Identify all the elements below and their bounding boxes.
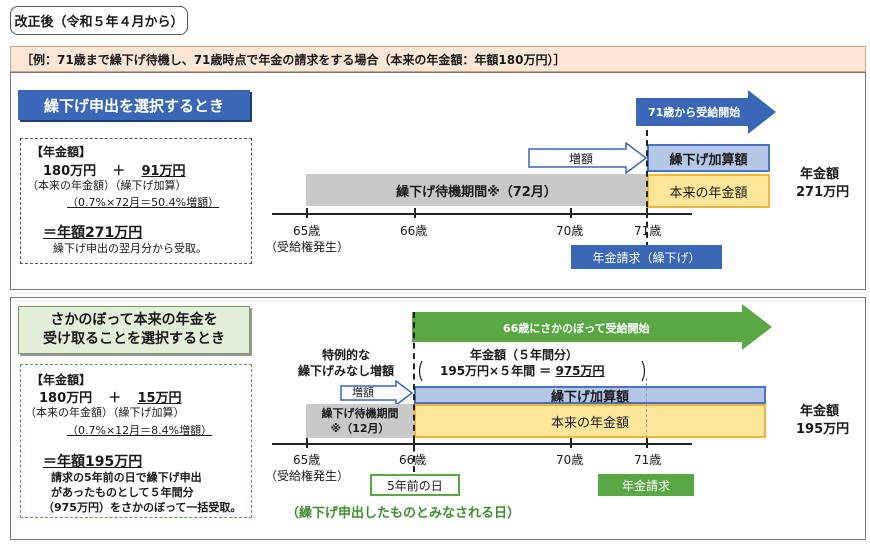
claim-tag-deferral: 年金請求（繰下げ） <box>571 245 722 269</box>
special-increase-line2: 繰下げみなし増額 <box>298 364 395 378</box>
annual-total: ＝年額271万円 <box>43 225 143 241</box>
tick-label-70: 70歳 <box>556 224 584 238</box>
tick-71 <box>646 208 648 218</box>
annual-amount-label: 年金額 <box>800 404 840 419</box>
deferral-addition-bar: 繰下げ加算額 <box>414 386 766 405</box>
tick-65 <box>306 208 308 218</box>
increase-formula: （0.7%×72月＝50.4%増額） <box>67 196 220 209</box>
waiting-period-line1: 繰下げ待機期間 <box>321 407 399 420</box>
waiting-period-line2: ※（12月） <box>330 422 390 435</box>
amount-heading: 【年金額】 <box>31 373 92 387</box>
start-arrow-71-label: 71歳から受給開始 <box>648 106 741 119</box>
amount-addition: 91万円 <box>141 164 186 179</box>
tick-66 <box>414 208 416 218</box>
tick-label-65: 65歳 <box>293 453 321 467</box>
plus-sign: ＋ <box>108 391 122 406</box>
tick-sub-label: （受給権発生） <box>265 240 350 254</box>
lump-sum-formula: 195万円×５年間 ＝ 975万円 <box>440 362 605 379</box>
lump-note-3: （975万円）をさかのぼって一括受取。 <box>43 501 242 514</box>
lump-note-2: があったものとして５年間分 <box>51 486 194 499</box>
amount-formula-line: 180万円 ＋ 15万円 <box>39 387 182 406</box>
tick-label-66: 66歳 <box>399 453 427 467</box>
base-pension-bar: 本来の年金額 <box>647 174 770 208</box>
amount-formula-line: 180万円 ＋ 91万円 <box>43 160 186 179</box>
tick-71 <box>646 438 648 448</box>
annual-amount-value: 195万円 <box>796 422 850 437</box>
waiting-period-bar: 繰下げ待機期間※（72月） <box>306 174 647 206</box>
annual-total: ＝年額195万円 <box>43 454 143 470</box>
panel2-amount-box: 【年金額】 180万円 ＋ 15万円 （本来の年金額）（繰下げ加算） （0.7%… <box>20 364 252 518</box>
increase-label: 増額 <box>352 386 374 399</box>
tick-66 <box>413 438 415 448</box>
amount-base: 180万円 <box>43 164 97 179</box>
age71-guide-line <box>646 378 647 448</box>
increase-arrow <box>340 380 414 406</box>
amount-addition: 15万円 <box>137 391 182 406</box>
panel2-header-line1: さかのぼって本来の年金を <box>50 312 218 328</box>
increase-formula: （0.7%×12月＝8.4%増額） <box>67 424 213 437</box>
lump-sum-bracket <box>418 360 646 382</box>
tick-label-71: 71歳 <box>634 224 662 238</box>
increase-arrow <box>528 142 648 174</box>
deferral-addition-bar: 繰下げ加算額 <box>647 144 770 172</box>
annual-amount-label: 年金額 <box>800 167 840 182</box>
start-arrow-71 <box>636 90 776 134</box>
tick-70 <box>570 208 572 218</box>
tick-label-71: 71歳 <box>634 453 662 467</box>
age66-guide-line <box>413 312 415 472</box>
panel2-header: さかのぼって本来の年金を 受け取ることを選択するとき <box>18 306 250 354</box>
amount-labels: （本来の年金額）（繰下げ加算） <box>25 406 185 419</box>
tick-sub-label: （受給権発生） <box>265 469 350 483</box>
base-pension-bar: 本来の年金額 <box>414 404 766 438</box>
tick-label-65: 65歳 <box>293 224 321 238</box>
timeline-axis <box>272 443 692 445</box>
start-arrow-66-label: 66歳にさかのぼって受給開始 <box>503 322 650 335</box>
waiting-period-bar: 繰下げ待機期間 ※（12月） <box>306 404 414 438</box>
deemed-date-note: （繰下げ申出したものとみなされる日） <box>286 506 521 521</box>
panel2-header-line2: 受け取ることを選択するとき <box>43 331 225 347</box>
tick-65 <box>306 438 308 448</box>
lump-sum-title: 年金額（５年間分） <box>470 348 579 362</box>
special-increase-line1: 特例的な <box>322 348 371 362</box>
start-arrow-66 <box>412 304 772 350</box>
lump-note-1: 請求の5年前の日で繰下げ申出 <box>51 471 202 484</box>
annual-amount-value: 271万円 <box>796 185 850 200</box>
panel1-amount-box: 【年金額】 180万円 ＋ 91万円 （本来の年金額）（繰下げ加算） （0.7%… <box>20 138 252 264</box>
amount-labels: （本来の年金額）（繰下げ加算） <box>27 179 187 192</box>
lump-sum-formula-left: 195万円×５年間 ＝ <box>440 364 556 378</box>
amount-heading: 【年金額】 <box>31 145 92 159</box>
five-years-before-tag: 5年前の日 <box>370 474 460 496</box>
claim-tag: 年金請求 <box>598 474 694 496</box>
age71-guide-line <box>646 130 648 248</box>
increase-label: 増額 <box>569 152 594 166</box>
plus-sign: ＋ <box>112 164 126 179</box>
amount-base: 180万円 <box>39 391 93 406</box>
page-title: 改正後（令和５年４月から） <box>10 6 188 35</box>
timeline-axis <box>272 213 692 215</box>
tick-label-70: 70歳 <box>556 453 584 467</box>
example-banner: ［例：71歳まで繰下げ待機し、71歳時点で年金の請求をする場合（本来の年金額：年… <box>10 46 866 72</box>
tick-label-66: 66歳 <box>400 224 428 238</box>
tick-70 <box>570 438 572 448</box>
receipt-note: 繰下げ申出の翌月分から受取。 <box>53 242 207 255</box>
lump-sum-total: 975万円 <box>555 364 605 378</box>
panel1-header: 繰下げ申出を選択するとき <box>18 90 250 120</box>
